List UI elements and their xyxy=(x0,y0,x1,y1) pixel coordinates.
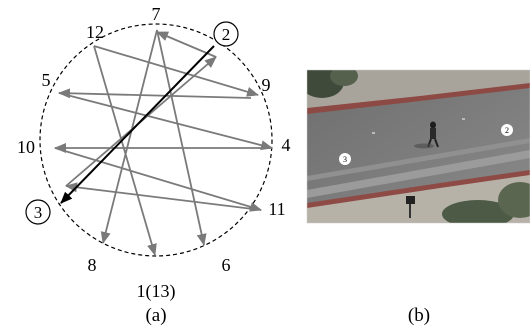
caption-b: (b) xyxy=(408,305,430,326)
star-arrow-3 xyxy=(93,45,157,256)
node-label-4: 4 xyxy=(282,135,291,155)
photo-marker-3 xyxy=(339,153,351,165)
arrow-group xyxy=(54,29,273,256)
star-arrow-5 xyxy=(58,88,252,99)
node-label-6: 6 xyxy=(222,255,231,275)
node-label-8: 8 xyxy=(88,255,97,275)
star-arrow-2 xyxy=(100,29,158,244)
star-arrow-6 xyxy=(58,92,273,151)
photo-marker-2 xyxy=(501,124,513,136)
node-label-9: 9 xyxy=(262,75,271,95)
node-circle-3 xyxy=(25,199,51,225)
node-label-5: 5 xyxy=(42,70,51,90)
photo-frame xyxy=(306,69,530,224)
node-label-2: 2 xyxy=(222,25,231,44)
photo-marker-2-label: 2 xyxy=(505,126,509,135)
dashed-circle xyxy=(39,23,273,257)
node-label-1-13: 1(13) xyxy=(137,281,176,302)
star-diagram: 7 12 2 9 5 10 4 3 11 8 6 1(13) (a) xyxy=(17,4,291,326)
node-label-12: 12 xyxy=(86,22,104,42)
node-label-7: 7 xyxy=(152,4,161,24)
star-arrow-1 xyxy=(156,29,207,246)
street-photo: 3 2 (b) xyxy=(306,69,530,326)
photo-marker-3-label: 3 xyxy=(343,155,347,164)
star-arrow-8 xyxy=(54,147,262,212)
star-arrow-4 xyxy=(93,45,259,97)
node-label-10: 10 xyxy=(17,137,35,157)
caption-a: (a) xyxy=(145,305,166,326)
node-label-11: 11 xyxy=(268,199,285,219)
highlight-arrow-2-to-3 xyxy=(60,45,215,204)
node-label-3: 3 xyxy=(34,203,43,222)
node-circle-2 xyxy=(213,21,239,47)
star-arrow-9 xyxy=(65,182,262,211)
